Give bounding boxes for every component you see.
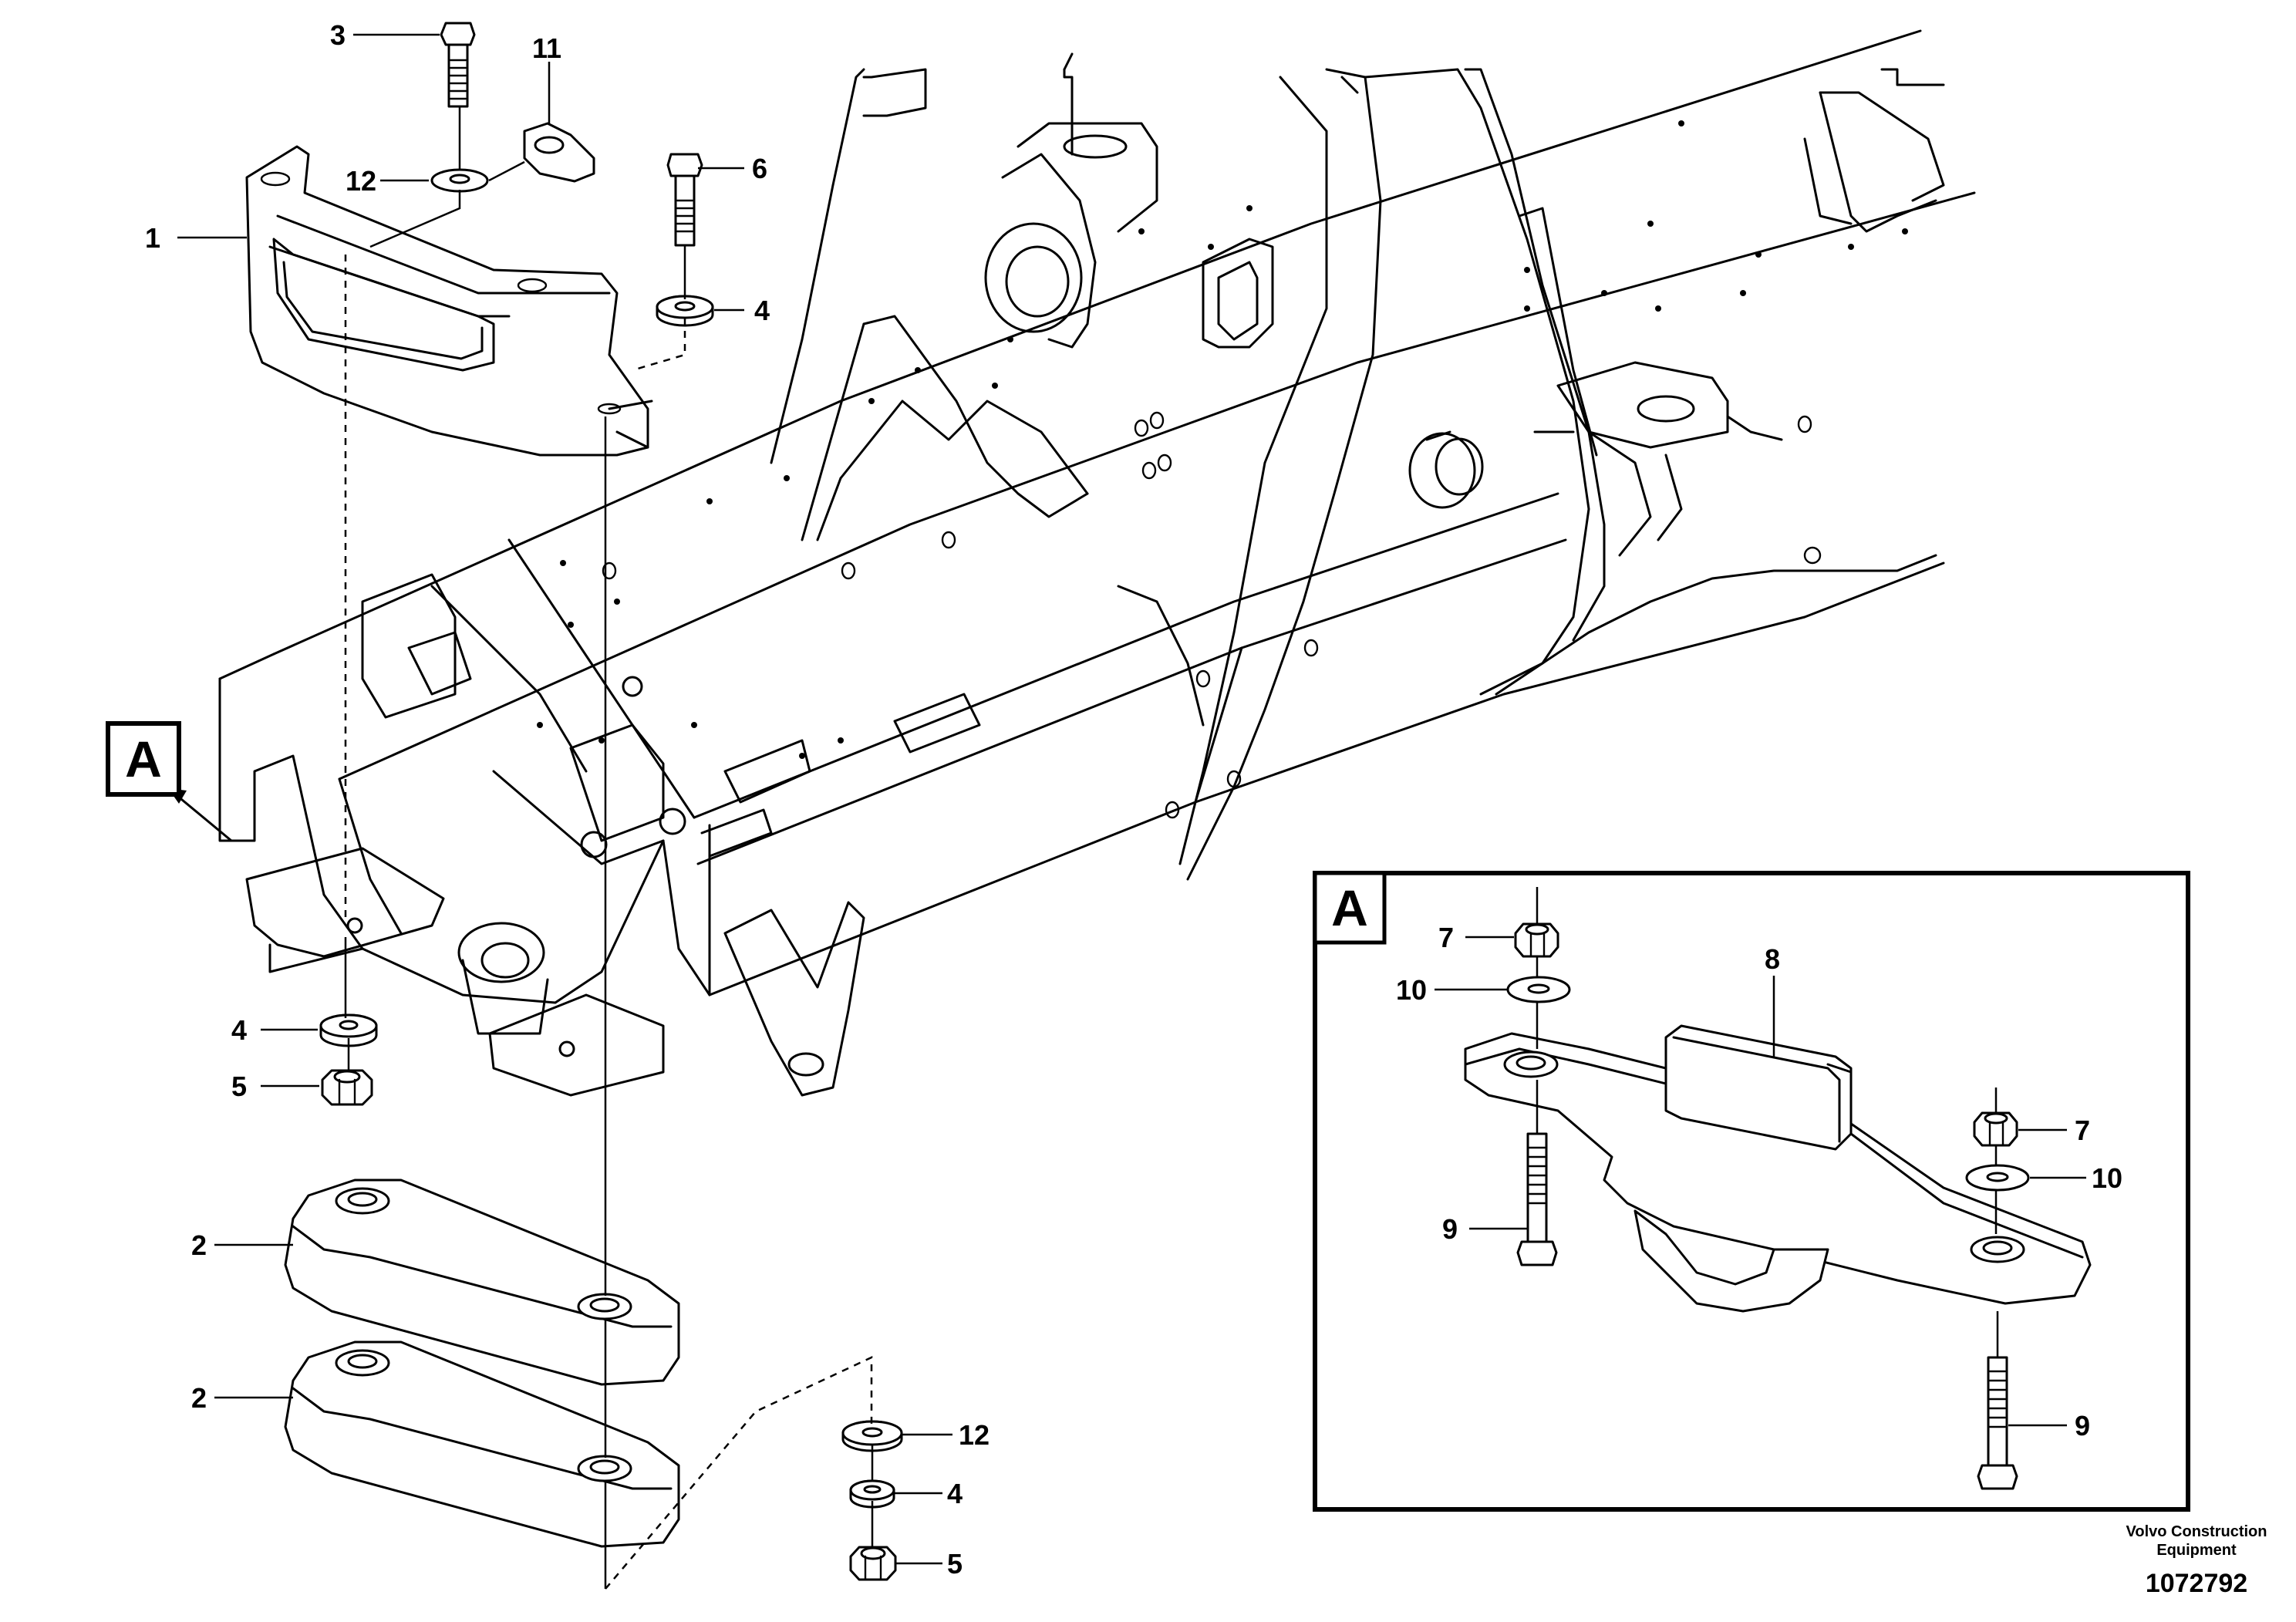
detail-view-a [1313,871,2190,1512]
callout-6: 6 [752,153,767,184]
machine-frame [218,29,1976,1097]
callout-4-left: 4 [231,1014,247,1046]
callout-7-right: 7 [2075,1114,2090,1146]
hitch-bracket-part-8 [1464,1024,2092,1313]
washer-part-12a [430,168,489,193]
bolt-part-3 [440,22,476,108]
callout-3: 3 [330,19,346,51]
callout-7-left: 7 [1438,922,1454,953]
bolt-part-6 [666,153,703,247]
assembly-lines [344,106,874,1590]
callout-labels: 3 11 12 1 6 4 4 5 2 2 12 4 5 7 10 8 9 7 … [145,19,2122,1580]
callout-2-upper: 2 [191,1229,207,1261]
hole-rings [602,411,1822,819]
washer-part-4a [656,295,714,327]
callout-1: 1 [145,222,160,254]
callout-11: 11 [532,32,561,64]
view-marker-a: A [106,721,181,797]
callout-10-right: 10 [2092,1162,2122,1194]
washer-part-10a [1506,976,1571,1003]
nut-part-7b [1973,1111,2018,1147]
washer-part-10b [1965,1164,2030,1192]
drawing-footer: Volvo Construction Equipment 1072792 [2126,1523,2267,1598]
nut-part-5a [321,1069,373,1106]
rivet-dots [537,120,1908,759]
counterweight-slab-upper [284,1179,680,1386]
nut-part-7a [1514,922,1559,958]
detail-view-label: A [1331,879,1368,936]
callout-8: 8 [1765,943,1780,975]
callout-12-top: 12 [346,165,376,197]
callout-12-bottom: 12 [959,1419,990,1451]
nut-part-5b [849,1546,897,1581]
lifting-eye-part-11 [523,122,595,183]
bolt-part-9b [1977,1356,2018,1490]
callout-4-top: 4 [754,295,770,326]
washer-part-12b [841,1420,903,1452]
brand-name-line2: Equipment [2156,1542,2237,1559]
view-marker-letter: A [125,730,162,787]
brand-name-line1: Volvo Construction [2126,1523,2267,1540]
callout-4-bottom: 4 [947,1478,963,1509]
callout-9-left: 9 [1442,1213,1458,1245]
counterweight-top [245,145,653,457]
callout-leaders [177,33,2086,1565]
callout-2-lower: 2 [191,1382,207,1414]
main-parts [167,22,903,1590]
drawing-number: 1072792 [2146,1569,2247,1598]
washer-part-4c [849,1479,895,1509]
counterweight-slab-lower [284,1340,680,1548]
washer-part-4b [319,1013,378,1047]
callout-5-left: 5 [231,1071,247,1102]
callout-5-bottom: 5 [947,1548,963,1580]
callout-10-left: 10 [1396,974,1427,1006]
callout-9-right: 9 [2075,1410,2090,1442]
